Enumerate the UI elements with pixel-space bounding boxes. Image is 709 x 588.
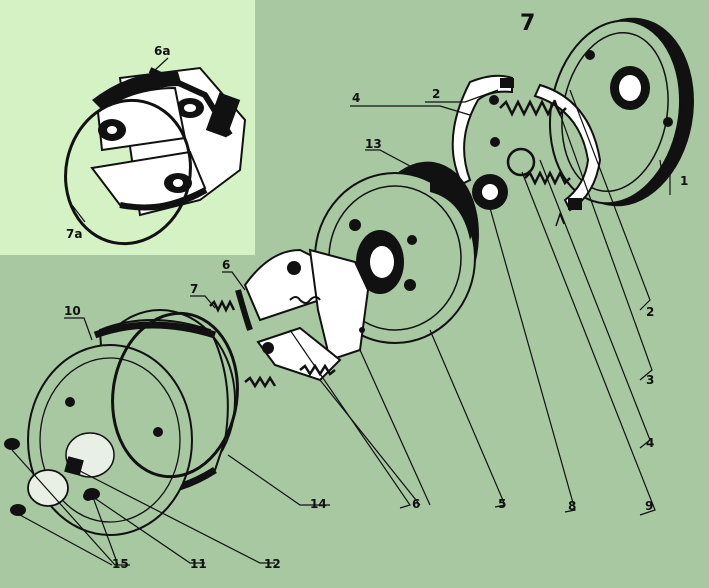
inset-label-7a: 7a bbox=[66, 227, 82, 241]
part-o-ring bbox=[111, 311, 239, 479]
label-part-10: 10 bbox=[64, 304, 81, 318]
label-part-7: 7 bbox=[190, 282, 198, 296]
label-part-12: 12 bbox=[264, 557, 281, 571]
inset-panel: 6a 7a bbox=[0, 0, 255, 255]
label-part-15: 15 bbox=[112, 557, 129, 571]
label-part-11: 11 bbox=[190, 557, 207, 571]
label-part-9: 9 bbox=[645, 499, 653, 513]
label-part-6-top: 6 bbox=[222, 258, 230, 272]
label-part-4-top: 4 bbox=[352, 91, 360, 105]
label-part-1: 1 bbox=[680, 174, 688, 188]
label-part-3: 3 bbox=[646, 373, 654, 387]
part-clutch-shoes bbox=[235, 248, 370, 382]
label-part-13: 13 bbox=[365, 137, 382, 151]
label-part-14: 14 bbox=[310, 497, 327, 511]
label-part-2-top: 2 bbox=[432, 87, 440, 101]
part-labels: 1 2 4 2 3 4 9 8 5 6 13 6 7 10 14 11 12 1… bbox=[64, 87, 688, 571]
figure-number: 7 bbox=[520, 11, 535, 36]
label-part-2-right: 2 bbox=[646, 305, 654, 319]
leader-lines bbox=[11, 89, 671, 566]
part-seal-ring bbox=[472, 174, 508, 210]
label-part-6-bottom: 6 bbox=[412, 497, 420, 511]
label-part-4-right: 4 bbox=[646, 436, 654, 450]
part-screws bbox=[4, 438, 100, 516]
inset-label-6a: 6a bbox=[154, 44, 170, 58]
label-part-8: 8 bbox=[568, 499, 576, 513]
part-hub-band bbox=[430, 180, 478, 240]
inset-shoe-lower bbox=[90, 150, 208, 211]
inset-spring-ring bbox=[64, 98, 192, 246]
label-part-5: 5 bbox=[498, 497, 506, 511]
part-springs bbox=[209, 299, 277, 389]
